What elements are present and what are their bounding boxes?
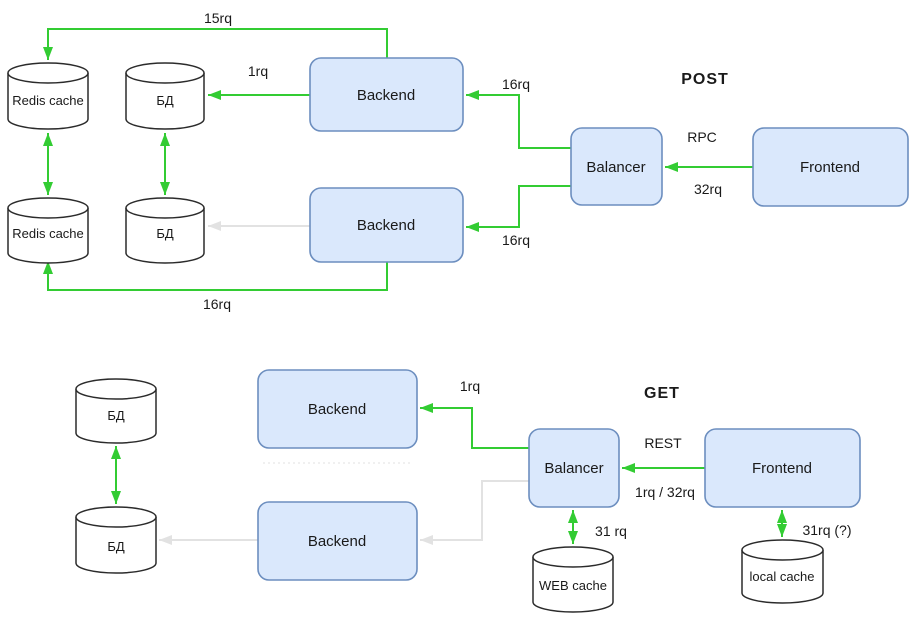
get-backend2-label: Backend xyxy=(308,533,366,550)
post-backend2-label: Backend xyxy=(357,217,415,234)
post-redis-cache1-label: Redis cache xyxy=(12,93,84,108)
edge-balancer-to-backend1 xyxy=(466,90,571,149)
post-backend1-label: Backend xyxy=(357,87,415,104)
edge-label-16rq-upper: 16rq xyxy=(502,76,530,92)
get-backend1-label: Backend xyxy=(308,401,366,418)
edge-label-16rq-bottom: 16rq xyxy=(203,296,231,312)
get-section-title: GET xyxy=(644,385,680,402)
local-cache-cylinder: local cache xyxy=(741,539,824,604)
edge-balancer-to-backend1-get xyxy=(420,403,529,449)
edge-label-31rq-question: 31rq (?) xyxy=(802,522,851,538)
edge-label-rest: REST xyxy=(644,435,682,451)
get-db2-cylinder: БД xyxy=(75,506,157,574)
post-db2-label: БД xyxy=(156,226,174,241)
get-balancer-node: Balancer xyxy=(528,428,620,508)
edge-label-15rq: 15rq xyxy=(204,10,232,26)
post-balancer-node: Balancer xyxy=(570,127,663,206)
edge-balancer-to-backend2 xyxy=(466,185,571,232)
post-db1-cylinder: БД xyxy=(125,62,205,130)
post-frontend-label: Frontend xyxy=(800,159,860,176)
get-backend1-node: Backend xyxy=(257,369,418,449)
post-backend2-node: Backend xyxy=(309,187,464,263)
edge-label-1rq-get: 1rq xyxy=(460,378,480,394)
edge-label-32rq: 32rq xyxy=(694,181,722,197)
edge-label-31rq: 31 rq xyxy=(595,523,627,539)
post-balancer-label: Balancer xyxy=(586,159,645,176)
post-redis-cache1-cylinder: Redis cache xyxy=(7,62,89,130)
local-cache-label: local cache xyxy=(749,569,814,584)
get-backend2-node: Backend xyxy=(257,501,418,581)
edge-label-16rq-lower: 16rq xyxy=(502,232,530,248)
post-section-title: POST xyxy=(681,71,729,88)
get-db1-cylinder: БД xyxy=(75,378,157,444)
get-db2-label: БД xyxy=(107,539,125,554)
edge-backend1-to-redis1 xyxy=(43,28,388,60)
edge-label-1rq-32rq: 1rq / 32rq xyxy=(635,484,695,500)
web-cache-label: WEB cache xyxy=(539,578,607,593)
web-cache-cylinder: WEB cache xyxy=(532,546,614,613)
post-db1-label: БД xyxy=(156,93,174,108)
post-redis-cache2-cylinder: Redis cache xyxy=(7,197,89,264)
post-redis-cache2-label: Redis cache xyxy=(12,226,84,241)
get-db1-label: БД xyxy=(107,408,125,423)
edge-label-rpc: RPC xyxy=(687,129,717,145)
get-frontend-label: Frontend xyxy=(752,460,812,477)
post-frontend-node: Frontend xyxy=(752,127,909,207)
edge-label-1rq-post: 1rq xyxy=(248,63,268,79)
get-frontend-node: Frontend xyxy=(704,428,861,508)
get-balancer-label: Balancer xyxy=(544,460,603,477)
edge-backend2-to-redis2 xyxy=(43,261,388,291)
post-db2-cylinder: БД xyxy=(125,197,205,264)
ghost-edge-balancer-to-backend2-get xyxy=(420,480,529,545)
post-backend1-node: Backend xyxy=(309,57,464,132)
